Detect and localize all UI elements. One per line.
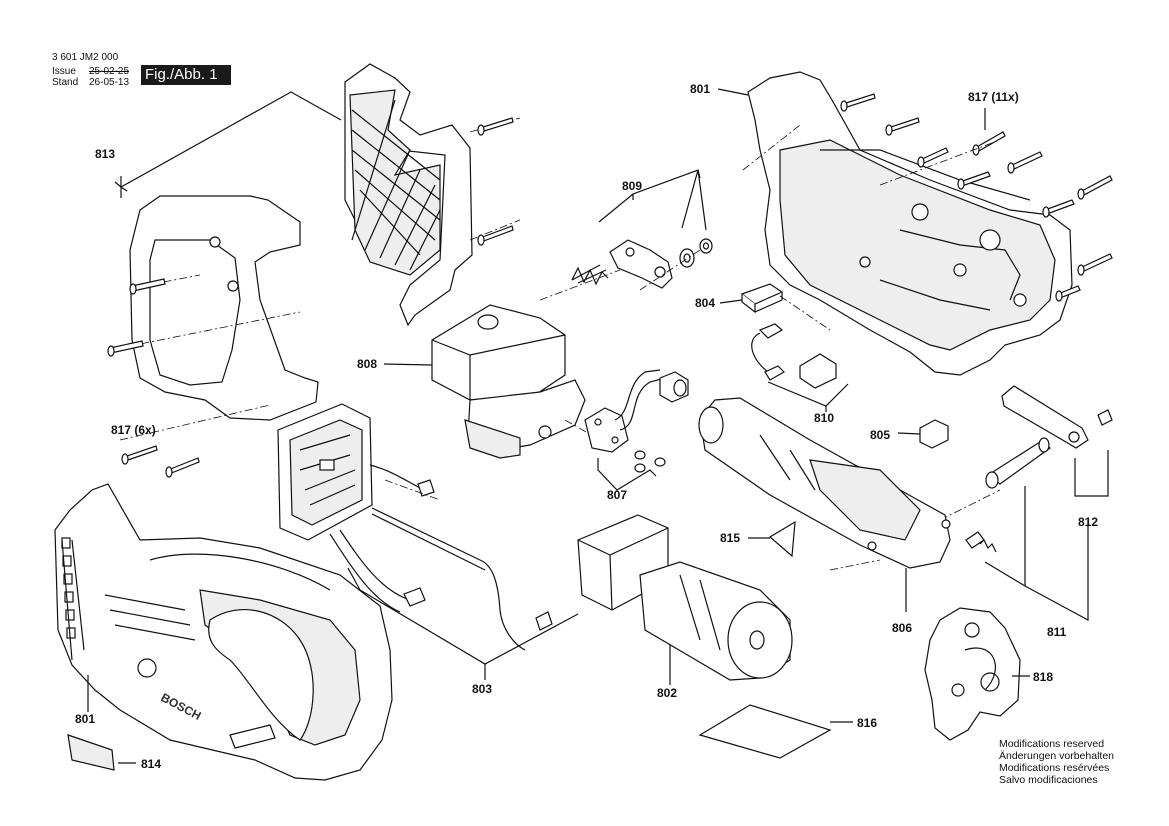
label-804: 804: [695, 296, 715, 310]
screw-icon: [477, 117, 514, 136]
label-810: 810: [814, 411, 834, 425]
modifications-notice: Modifications reserved Änderungen vorbeh…: [999, 738, 1114, 786]
screw-icon: [107, 340, 144, 357]
screw-icon: [1055, 285, 1081, 302]
part-810-switch: [751, 323, 837, 389]
label-801-bottom: 801: [75, 712, 95, 726]
issue-label: Issue: [52, 66, 76, 77]
part-801-housing-bottom: BOSCH: [54, 483, 393, 781]
label-809: 809: [622, 179, 642, 193]
label-815: 815: [720, 531, 740, 545]
part-813-vent-cover: [344, 63, 473, 327]
part-801-housing-top: [747, 71, 1073, 376]
screw-icon: [972, 131, 1006, 156]
washer-icon: [699, 238, 713, 254]
part-814-label: [67, 734, 115, 771]
part-802-motor: [577, 514, 793, 681]
notice-line-en: Modifications reserved: [999, 738, 1105, 750]
label-803: 803: [472, 682, 492, 696]
label-802: 802: [657, 686, 677, 700]
part-813-handle-cover: [129, 195, 319, 421]
label-813: 813: [95, 147, 115, 161]
screw-icon: [1007, 151, 1043, 174]
issue-date: 25-02-25: [89, 66, 130, 77]
notice-line-fr: Modifications resérvées: [999, 762, 1110, 774]
label-811: 811: [1047, 625, 1067, 639]
part-818-press-jaw: [924, 607, 1021, 741]
label-817-11x: 817 (11x): [968, 90, 1019, 104]
label-806: 806: [892, 621, 912, 635]
label-818: 818: [1033, 670, 1053, 684]
label-814: 814: [141, 757, 161, 771]
stand-label: Stand: [52, 77, 79, 88]
screw-icon: [477, 225, 514, 246]
notice-line-de: Änderungen vorbehalten: [999, 750, 1115, 762]
part-807-hose: [584, 369, 689, 473]
doc-number: 3 601 JM2 000: [52, 52, 119, 63]
screw-icon: [957, 171, 991, 190]
part-809-spring: [571, 264, 609, 286]
stand-date: 26-05-13: [89, 77, 130, 88]
part-808-hydraulic-unit: [431, 304, 586, 459]
screw-icon: [917, 147, 949, 168]
part-811-pin: [965, 437, 1052, 553]
screw-icon: [1077, 175, 1113, 200]
figure-badge: Fig./Abb. 1: [141, 65, 231, 85]
label-816: 816: [857, 716, 877, 730]
screw-icon: [121, 445, 158, 465]
triangle-icon: [768, 520, 796, 558]
screw-icon: [885, 117, 920, 136]
label-801-top: 801: [690, 82, 710, 96]
part-804-switch: [740, 283, 784, 314]
part-816-sheet: [698, 704, 832, 759]
screw-icon: [129, 278, 166, 295]
notice-line-es: Salvo modificaciones: [999, 774, 1098, 786]
label-808: 808: [357, 357, 377, 371]
label-812: 812: [1078, 515, 1098, 529]
screw-icon: [1042, 199, 1075, 218]
part-812-link: [1001, 385, 1113, 449]
label-817-6x: 817 (6x): [111, 423, 156, 437]
screw-icon: [840, 93, 876, 112]
label-805: 805: [870, 428, 890, 442]
part-806-cylinder: [698, 397, 951, 569]
screw-icon: [634, 450, 666, 473]
washer-icon: [679, 248, 695, 268]
part-805-clip: [919, 419, 949, 449]
part-803-circuit-board: [277, 403, 553, 651]
label-807: 807: [607, 488, 627, 502]
part-809-lever: [609, 239, 673, 289]
screw-icon: [165, 457, 200, 478]
screw-icon: [1077, 253, 1113, 276]
